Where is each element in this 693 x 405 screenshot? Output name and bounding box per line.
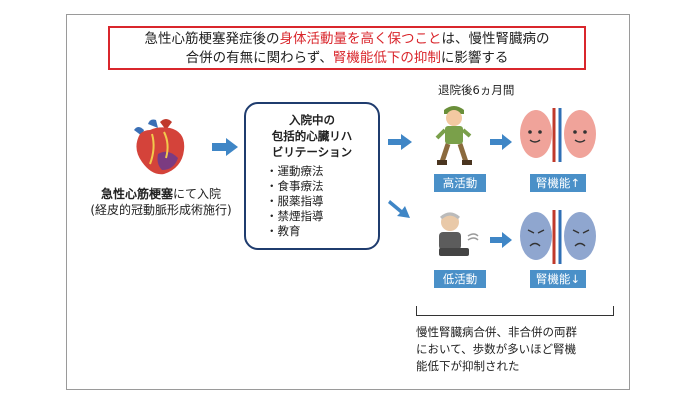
bracket-divider <box>416 306 614 316</box>
diagnosis-rest: にて入院 <box>173 187 222 201</box>
high-activity-tag: 高活動 <box>434 174 486 192</box>
rehab-item-list: 運動療法 食事療法 服薬指導 禁煙指導 教育 <box>266 164 324 239</box>
period-label: 退院後6ヵ月間 <box>438 83 515 97</box>
conclusion-line: 能低下が抑制された <box>416 359 520 373</box>
arrow-right-icon <box>388 134 412 150</box>
headline-highlight: 身体活動量を高く保つこと <box>279 31 442 47</box>
low-activity-tag: 低活動 <box>434 270 486 288</box>
heart-caption: 急性心筋梗塞にて入院 (経皮的冠動脈形成術施行) <box>82 186 240 218</box>
arrow-right-icon <box>212 138 238 156</box>
rehab-item: 運動療法 <box>266 164 324 179</box>
heart-illustration-icon <box>134 119 185 175</box>
conclusion-line: において、歩数が多いほど腎機 <box>416 342 577 356</box>
arrow-right-icon <box>490 134 512 150</box>
walking-person-icon <box>435 106 472 165</box>
heart-caption-line-2: (経皮的冠動脈形成術施行) <box>90 203 232 217</box>
rehab-item: 食事療法 <box>266 179 324 194</box>
damaged-kidney-icon <box>520 210 596 264</box>
diagnosis-bold: 急性心筋梗塞 <box>100 187 173 201</box>
rehab-title-line: 入院中の <box>289 113 335 127</box>
sitting-person-icon <box>439 212 479 256</box>
conclusion-text: 慢性腎臓病合併、非合併の両群 において、歩数が多いほど腎機 能低下が抑制された <box>416 324 616 375</box>
kidney-function-down-tag: 腎機能↓ <box>530 270 586 288</box>
headline-text: 合併の有無に関わらず、 <box>185 50 333 66</box>
arrow-right-icon <box>490 232 512 248</box>
headline-box: 急性心筋梗塞発症後の身体活動量を高く保つことは、慢性腎臓病の 合併の有無に関わら… <box>108 26 586 70</box>
rehab-program-box: 入院中の 包括的心臓リハ ビリテーション 運動療法 食事療法 服薬指導 禁煙指導… <box>244 102 380 250</box>
rehab-item: 教育 <box>266 224 324 239</box>
kidney-function-up-tag: 腎機能↑ <box>530 174 586 192</box>
rehab-item: 服薬指導 <box>266 194 324 209</box>
headline-text: は、慢性腎臓病の <box>441 31 550 47</box>
rehab-item: 禁煙指導 <box>266 209 324 224</box>
headline-line-1: 急性心筋梗塞発症後の身体活動量を高く保つことは、慢性腎臓病の <box>110 30 584 49</box>
figure-frame <box>66 14 630 390</box>
arrow-down-right-icon <box>388 200 410 218</box>
heart-caption-line-1: 急性心筋梗塞にて入院 <box>82 186 240 202</box>
conclusion-line: 慢性腎臓病合併、非合併の両群 <box>416 325 577 339</box>
rehab-title-line: ビリテーション <box>271 145 353 159</box>
rehab-title-line: 包括的心臓リハ <box>271 129 353 143</box>
headline-text: に影響する <box>440 50 509 66</box>
rehab-title: 入院中の 包括的心臓リハ ビリテーション <box>246 112 378 160</box>
headline-text: 急性心筋梗塞発症後の <box>144 31 280 47</box>
healthy-kidney-icon <box>520 108 596 162</box>
headline-line-2: 合併の有無に関わらず、腎機能低下の抑制に影響する <box>110 49 584 68</box>
headline-highlight: 腎機能低下の抑制 <box>332 50 441 66</box>
